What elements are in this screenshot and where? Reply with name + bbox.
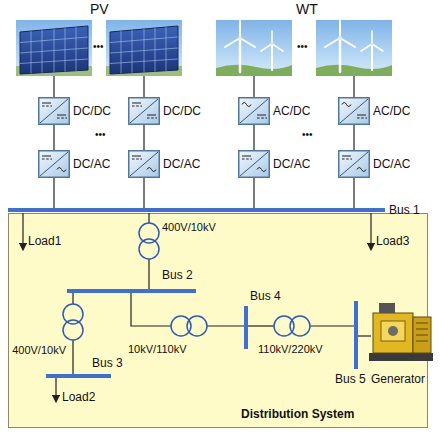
text-label: Load1 — [28, 234, 61, 248]
text-label: Load3 — [376, 234, 409, 248]
bus-bar — [8, 208, 385, 212]
converter-label: DC/DC — [163, 104, 201, 118]
text-label: ••• — [297, 40, 308, 54]
connector — [353, 125, 354, 150]
text-label: Generator — [371, 372, 425, 386]
converter-box: AC/DC — [238, 97, 310, 125]
converter-box: DC/DC — [128, 97, 201, 125]
connector — [253, 125, 254, 150]
converter-box: DC/AC — [38, 150, 110, 178]
converter-label: DC/AC — [273, 157, 310, 171]
converter-symbol — [238, 150, 270, 178]
text-label: Bus 1 — [389, 203, 420, 217]
text-label: Bus 5 — [335, 372, 366, 386]
text-label: Bus 4 — [250, 289, 281, 303]
pv-panel — [106, 20, 182, 76]
converter-label: DC/AC — [73, 157, 110, 171]
region-title: Distribution System — [241, 407, 354, 421]
text-label: Bus 2 — [162, 268, 193, 282]
text-label: Bus 3 — [92, 356, 123, 370]
text-label: 110kV/220kV — [258, 342, 323, 356]
converter-box: DC/AC — [238, 150, 310, 178]
connector — [143, 125, 144, 150]
converter-box: DC/AC — [128, 150, 200, 178]
text-label: Load2 — [62, 390, 95, 404]
converter-symbol — [38, 150, 70, 178]
text-label: ••• — [93, 40, 104, 54]
text-label: ••• — [302, 128, 313, 142]
converter-box: DC/AC — [338, 150, 410, 178]
distribution-region: Distribution System Load1 400V/10kV Load3Bu… — [8, 213, 428, 428]
converter-box: DC/DC — [38, 97, 111, 125]
converter-label: AC/DC — [373, 104, 410, 118]
feeder-wires — [54, 76, 354, 209]
wind-turbine — [216, 20, 292, 76]
connector — [53, 125, 54, 150]
converter-symbol — [238, 97, 270, 125]
text-label: PV — [90, 2, 109, 16]
converter-label: AC/DC — [273, 104, 310, 118]
converter-label: DC/DC — [73, 104, 111, 118]
text-label: WT — [296, 2, 318, 16]
text-label: 400V/10kV — [12, 343, 66, 357]
converter-label: DC/AC — [163, 157, 200, 171]
converter-symbol — [128, 150, 160, 178]
converter-label: DC/AC — [373, 157, 410, 171]
converter-symbol — [128, 97, 160, 125]
converter-box: AC/DC — [338, 97, 410, 125]
wind-turbine — [316, 20, 392, 76]
converter-symbol — [338, 150, 370, 178]
converter-symbol — [38, 97, 70, 125]
text-label: 400V/10kV — [162, 220, 216, 234]
converter-symbol — [338, 97, 370, 125]
pv-panel — [16, 20, 92, 76]
text-label: ••• — [95, 128, 106, 142]
text-label: 10kV/110kV — [128, 342, 187, 356]
